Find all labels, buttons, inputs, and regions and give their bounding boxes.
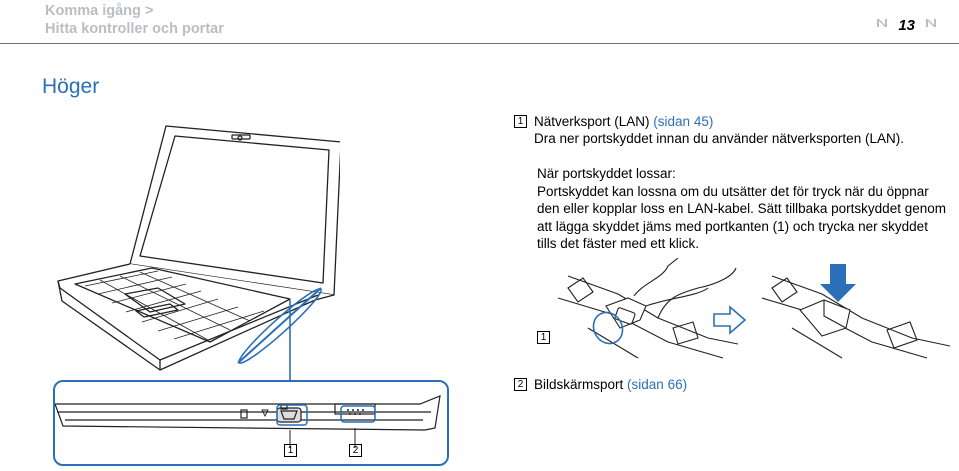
port-cover-before-illustration [548, 258, 738, 370]
item-title: Bildskärmsport [534, 377, 624, 392]
item-description: Dra ner portskyddet innan du använder nä… [534, 131, 904, 146]
page-navigation: 13 [876, 16, 937, 34]
note-heading: När portskyddet lossar: [537, 166, 676, 181]
port-cover-after-illustration [761, 264, 950, 359]
illustration-callout-2: 2 [349, 444, 362, 457]
page-link[interactable]: (sidan 45) [653, 114, 714, 129]
zoom-connector [289, 300, 291, 380]
section-title: Höger [42, 75, 100, 98]
callout-number: 2 [514, 378, 527, 391]
page-number: 13 [898, 16, 915, 34]
header-divider [0, 43, 959, 44]
item-title: Nätverksport (LAN) [534, 114, 650, 129]
callout-number: 1 [514, 115, 527, 128]
side-view-illustration [55, 395, 441, 448]
item-lan-port: 1 Nätverksport (LAN) (sidan 45) Dra ner … [514, 113, 904, 147]
breadcrumb-parent[interactable]: Komma igång > [45, 3, 154, 19]
cover-callout-1: 1 [537, 331, 550, 344]
item-monitor-port: 2 Bildskärmsport (sidan 66) [514, 376, 687, 393]
illustration-callout-1: 1 [284, 444, 297, 457]
arrow-left-icon[interactable] [876, 16, 888, 34]
arrow-right-icon [713, 305, 747, 335]
note-body: Portskyddet kan lossna om du utsätter de… [537, 183, 946, 252]
laptop-illustration [57, 125, 340, 371]
page-link[interactable]: (sidan 66) [627, 377, 688, 392]
note: När portskyddet lossar: Portskyddet kan … [537, 165, 947, 253]
side-view-frame [53, 380, 449, 466]
breadcrumb-current: Hitta kontroller och portar [45, 21, 224, 37]
breadcrumb: Komma igång > Hitta kontroller och porta… [45, 2, 224, 38]
arrow-right-icon[interactable] [925, 16, 937, 34]
